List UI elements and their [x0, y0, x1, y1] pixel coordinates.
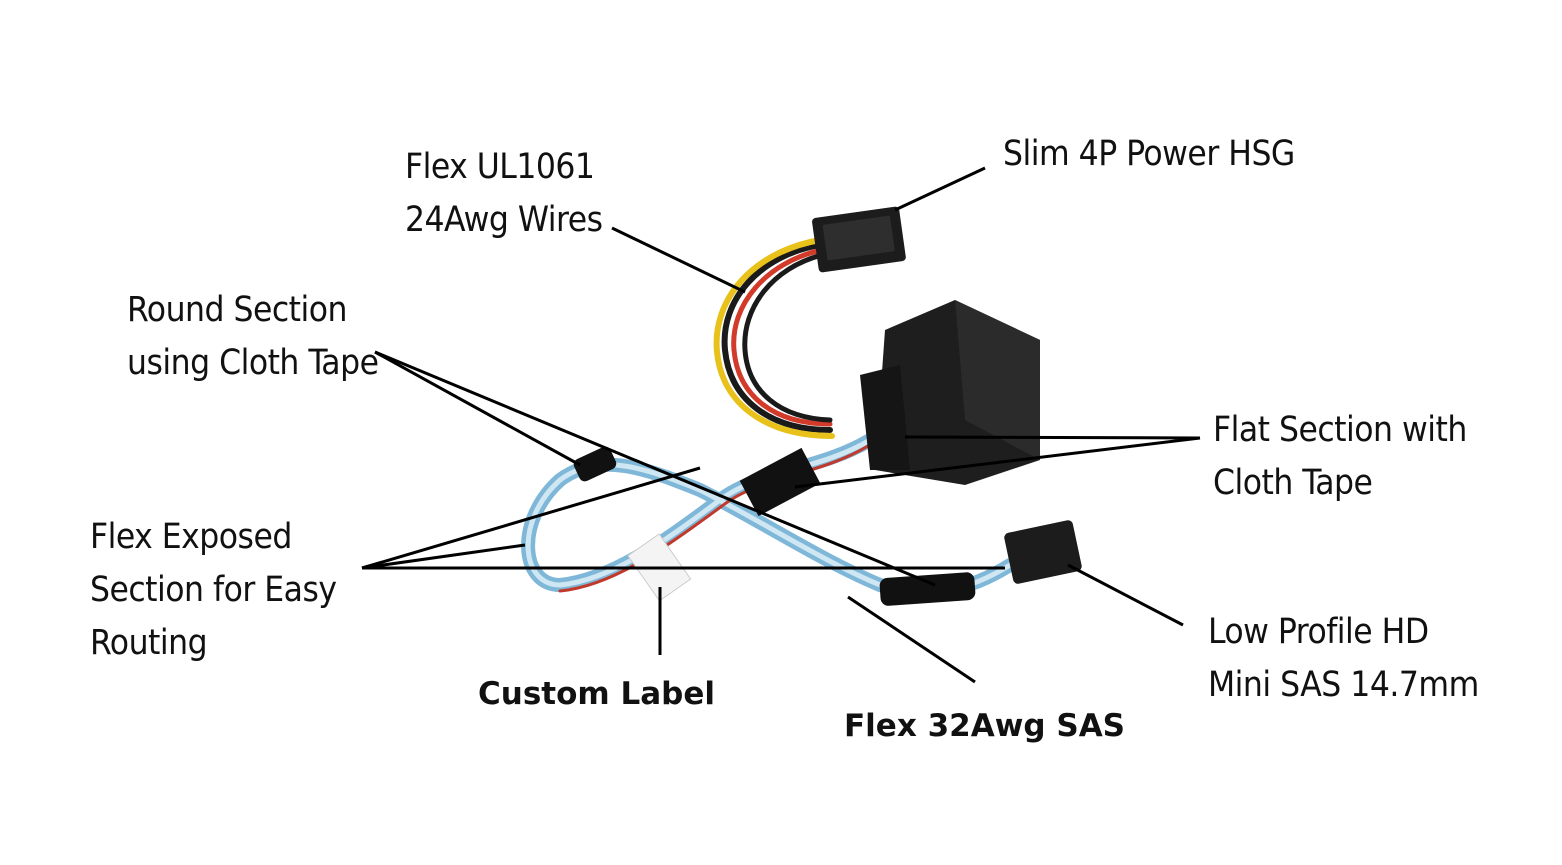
custom-label-label: Custom Label	[478, 676, 715, 712]
flex-ul1061-line2: 24Awg Wires	[405, 200, 603, 240]
low-profile-line2: Mini SAS 14.7mm	[1208, 665, 1479, 705]
slim-4p-power-label: Slim 4P Power HSG	[1003, 128, 1295, 181]
power-wires	[713, 237, 835, 439]
round-section-line2: using Cloth Tape	[127, 343, 379, 383]
low-profile-label: Low Profile HD Mini SAS 14.7mm	[1208, 606, 1479, 712]
slim-4p-power-line1: Slim 4P Power HSG	[1003, 134, 1295, 174]
sas-wires	[521, 433, 1017, 600]
flat-section-line1: Flat Section with	[1213, 410, 1467, 450]
flex-exposed-label: Flex Exposed Section for Easy Routing	[90, 511, 337, 670]
flex-ul1061-line1: Flex UL1061	[405, 147, 595, 187]
flex-ul1061-label: Flex UL1061 24Awg Wires	[405, 141, 603, 247]
flex-exposed-line2: Section for Easy	[90, 570, 337, 610]
slim-4p-connector	[812, 206, 906, 273]
sata-connector	[860, 300, 1040, 485]
leader-lines	[361, 166, 1201, 684]
round-section-line1: Round Section	[127, 290, 347, 330]
round-section-label: Round Section using Cloth Tape	[127, 284, 379, 390]
cloth-tape-sleeves	[573, 446, 976, 606]
low-profile-line1: Low Profile HD	[1208, 612, 1429, 652]
flex-exposed-line1: Flex Exposed	[90, 517, 292, 557]
flat-section-label: Flat Section with Cloth Tape	[1213, 404, 1467, 510]
flex-32awg-label: Flex 32Awg SAS	[844, 708, 1126, 744]
flat-section-line2: Cloth Tape	[1213, 463, 1373, 503]
flex-exposed-line3: Routing	[90, 623, 208, 663]
hd-mini-sas-connector	[1004, 520, 1082, 584]
